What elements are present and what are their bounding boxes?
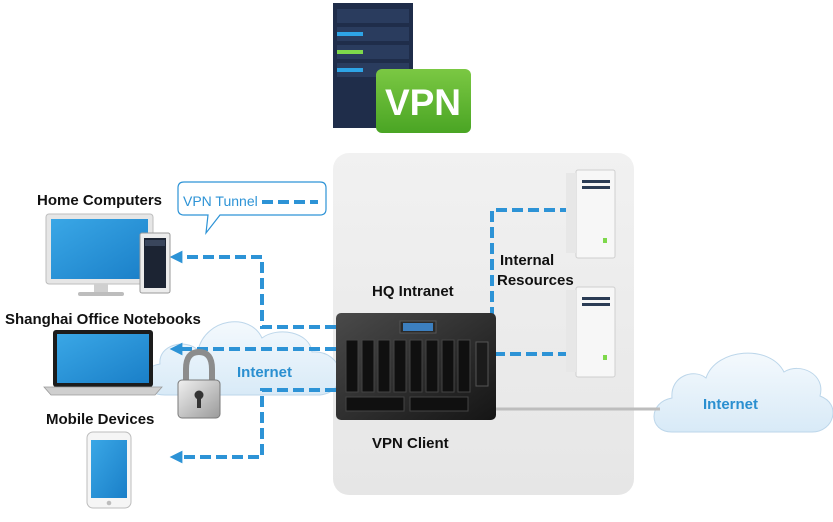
tower-icon bbox=[566, 286, 616, 378]
hq-intranet-label: HQ Intranet bbox=[372, 283, 454, 300]
monitor-icon bbox=[45, 213, 154, 296]
legend-label: VPN Tunnel bbox=[183, 193, 258, 209]
tower-icon bbox=[566, 169, 616, 259]
internal-resources-label-line1: Internal bbox=[500, 252, 555, 269]
padlock-icon bbox=[177, 348, 221, 419]
cloud-icon bbox=[143, 321, 341, 396]
vpn-tunnel-lines bbox=[169, 203, 583, 464]
vpn-client-label: VPN Client bbox=[372, 435, 449, 452]
home-computers-label: Home Computers bbox=[37, 192, 163, 209]
internet-left-label: Internet bbox=[237, 364, 293, 381]
shanghai-notebooks-label: Shanghai Office Notebooks bbox=[5, 311, 201, 328]
nas-icon bbox=[336, 313, 496, 420]
vpn-tunnel-legend: VPN Tunnel bbox=[177, 181, 327, 236]
cloud-icon bbox=[653, 352, 833, 433]
internet-right-label: Internet bbox=[703, 396, 759, 413]
vpn-badge: VPN bbox=[376, 69, 471, 133]
phone-icon bbox=[86, 431, 132, 509]
server-icon bbox=[333, 3, 413, 128]
mobile-devices-label: Mobile Devices bbox=[46, 411, 155, 428]
laptop-icon bbox=[43, 330, 163, 396]
internal-resources-label-line2: Resources bbox=[497, 272, 574, 289]
vpn-badge-text: VPN bbox=[385, 82, 461, 123]
tower-icon bbox=[139, 232, 171, 294]
